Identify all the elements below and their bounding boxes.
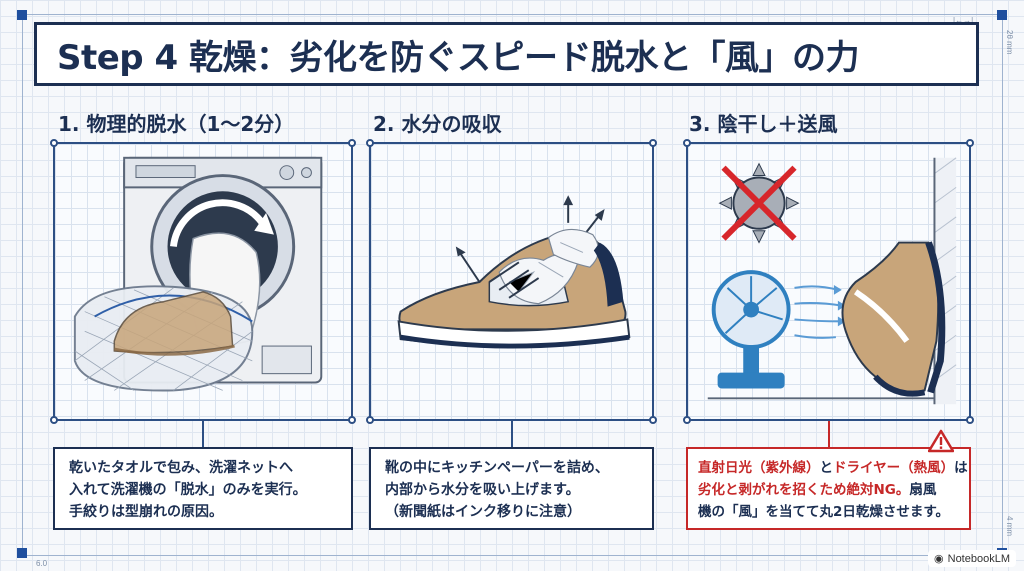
- warning-text-ha: は: [954, 460, 968, 476]
- step-2-panel: [366, 139, 657, 424]
- step-1-caption-line-1: 乾いたタオルで包み、洗濯ネットへ: [69, 460, 293, 476]
- ruler-right-bottom: 4 mm: [1005, 516, 1014, 536]
- frame-corner-tl: [17, 10, 27, 20]
- electric-fan-icon: [711, 270, 791, 389]
- step-1-caption-line-2: 入れて洗濯機の「脱水」のみを実行。: [69, 482, 307, 498]
- frame-right-line: [1002, 14, 1003, 555]
- notebooklm-text: NotebookLM: [947, 552, 1010, 565]
- frame-top-line: [22, 14, 1002, 15]
- frame-corner-bl: [17, 548, 27, 558]
- notebooklm-logo-icon: ◉: [934, 553, 944, 565]
- step-1-caption: 乾いたタオルで包み、洗濯ネットへ 入れて洗濯機の「脱水」のみを実行。 手絞りは型…: [53, 447, 353, 530]
- step-1-connector: [202, 421, 204, 447]
- step-3-caption-line-3: 機の「風」を当てて丸2日乾燥させます。: [698, 504, 950, 520]
- step-1-label: 1. 物理的脱水（1〜2分）: [58, 112, 295, 136]
- frame-corner-tr: [997, 10, 1007, 20]
- step-3-panel: [683, 139, 974, 424]
- washing-machine-icon: [73, 156, 323, 392]
- step-3-caption-line-2: 劣化と剥がれを招くため絶対NG。扇風: [698, 479, 959, 501]
- step-2-caption-line-2: 内部から水分を吸い上げます。: [385, 482, 580, 498]
- title-box: Step 4 乾燥：劣化を防ぐスピード脱水と「風」の力: [34, 22, 979, 86]
- step-2-connector: [511, 421, 513, 447]
- shoe-paper-icon: [397, 195, 631, 349]
- warning-text-ng: 劣化と剥がれを招くため絶対NG。: [698, 482, 910, 498]
- page-title: Step 4 乾燥：劣化を防ぐスピード脱水と「風」の力: [57, 37, 859, 78]
- ruler-bottom-left: 6.0: [36, 559, 48, 568]
- frame-bottom-line: [22, 555, 1002, 556]
- step-1-panel: [50, 139, 356, 424]
- shoe-leaning-icon: [841, 241, 946, 397]
- step-2-caption: 靴の中にキッチンペーパーを詰め、 内部から水分を吸い上げます。 （新聞紙はインク…: [369, 447, 654, 530]
- dry-scene-icon: [707, 157, 957, 405]
- warning-text-dryer: ドライヤー（熱風）: [833, 460, 955, 476]
- ruler-right-top: 2θ mm: [1005, 30, 1014, 55]
- warning-triangle-icon: [928, 429, 954, 453]
- warning-text-fan: 扇風: [909, 482, 937, 498]
- warning-text-and: と: [819, 460, 834, 476]
- frame-left-line: [22, 14, 23, 555]
- warning-text-sun: 直射日光（紫外線）: [698, 460, 820, 476]
- step-3-caption: 直射日光（紫外線）とドライヤー（熱風）は 劣化と剥がれを招くため絶対NG。扇風 …: [686, 447, 971, 530]
- step-2-caption-line-1: 靴の中にキッチンペーパーを詰め、: [385, 460, 609, 476]
- step-3-connector: [828, 421, 830, 447]
- sun-crossed-icon: [718, 162, 800, 244]
- step-2-caption-line-3: （新聞紙はインク移りに注意）: [385, 504, 581, 520]
- step-3-label: 3. 陰干し＋送風: [689, 112, 838, 136]
- step-2-label: 2. 水分の吸収: [373, 112, 502, 136]
- notebooklm-watermark: ◉ NotebookLM: [928, 550, 1016, 567]
- step-1-caption-line-3: 手絞りは型崩れの原因。: [69, 504, 223, 520]
- ruler-top-right: |←→|: [953, 16, 974, 25]
- step-3-caption-line-1: 直射日光（紫外線）とドライヤー（熱風）は: [698, 457, 968, 479]
